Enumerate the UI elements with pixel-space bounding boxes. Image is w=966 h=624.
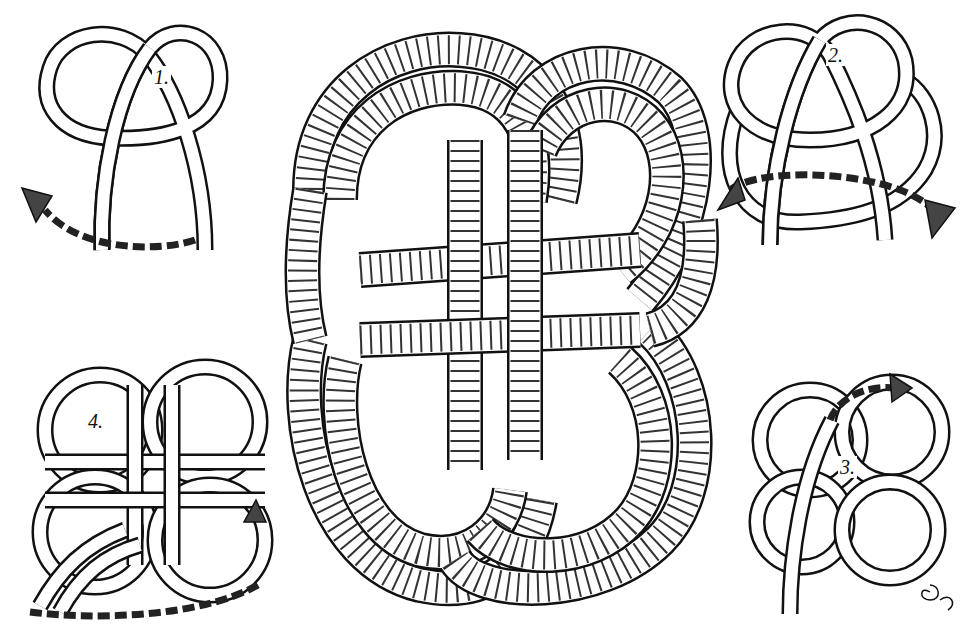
step-number: 3.	[838, 456, 857, 478]
step-number: 2.	[826, 44, 845, 66]
step-number: 4.	[86, 410, 105, 432]
step-number: 1.	[152, 66, 171, 88]
